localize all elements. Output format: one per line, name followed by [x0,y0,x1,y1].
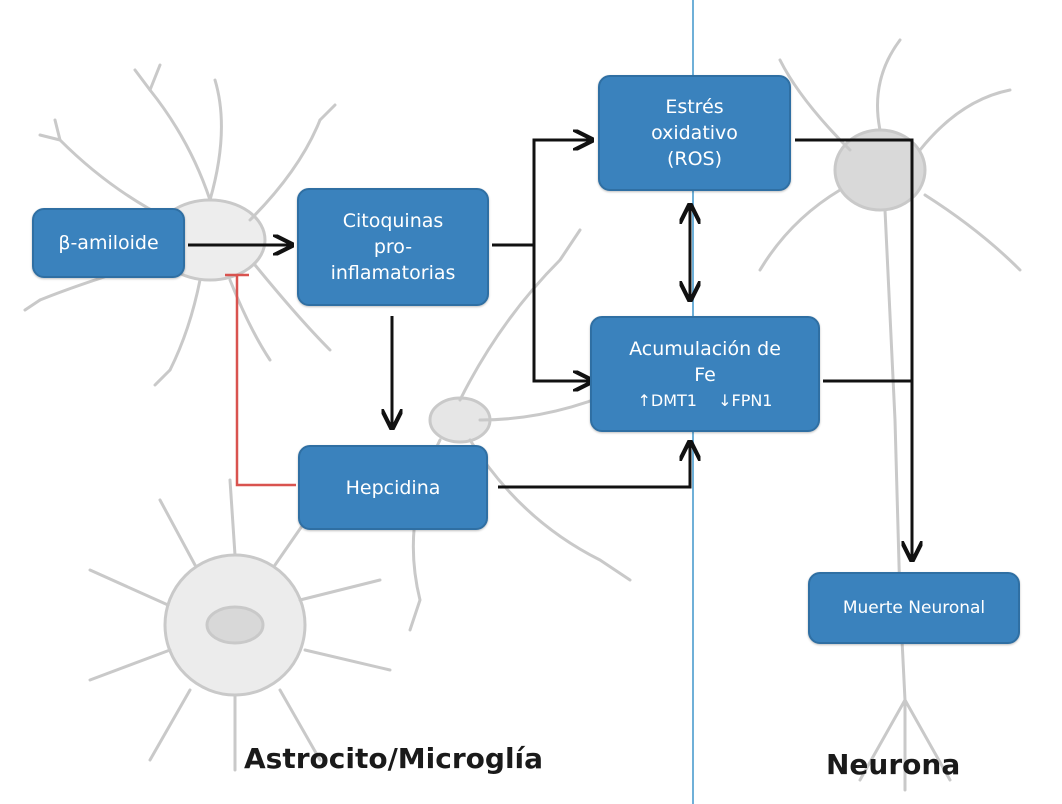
node-stress-line-3: (ROS) [667,146,722,172]
node-cytokines-line-1: Citoquinas [343,208,444,234]
arrow-hepcidin-to-iron [498,442,690,487]
node-cytokines: Citoquinas pro- inflamatorias [297,188,489,306]
region-label-astrocyte: Astrocito/Microglía [244,742,543,775]
node-beta-amyloid-label: β-amiloide [58,230,158,256]
node-death-label: Muerte Neuronal [843,595,985,621]
marker-dmt1: ↑DMT1 [638,391,697,410]
node-neuronal-death: Muerte Neuronal [808,572,1020,644]
node-iron-markers: ↑DMT1 ↓FPN1 [630,390,781,412]
node-hepcidin: Hepcidina [298,445,488,530]
marker-fpn1: ↓FPN1 [718,391,772,410]
node-stress-line-2: oxidativo [651,120,738,146]
node-iron-line-2: Fe [694,362,716,388]
node-iron-accumulation: Acumulación de Fe ↑DMT1 ↓FPN1 [590,316,820,432]
region-label-neuron: Neurona [826,748,960,781]
arrow-cytokines-to-stress [492,140,592,245]
inhibition-hepcidin-to-amyloid [237,275,296,485]
node-cytokines-line-2: pro- [374,234,412,260]
node-beta-amyloid: β-amiloide [32,208,185,278]
node-cytokines-line-3: inflamatorias [331,260,456,286]
arrow-cytokines-to-iron [534,245,592,381]
node-stress-line-1: Estrés [665,94,723,120]
node-iron-line-1: Acumulación de [629,336,781,362]
node-oxidative-stress: Estrés oxidativo (ROS) [598,75,791,191]
node-hepcidin-label: Hepcidina [346,475,441,501]
